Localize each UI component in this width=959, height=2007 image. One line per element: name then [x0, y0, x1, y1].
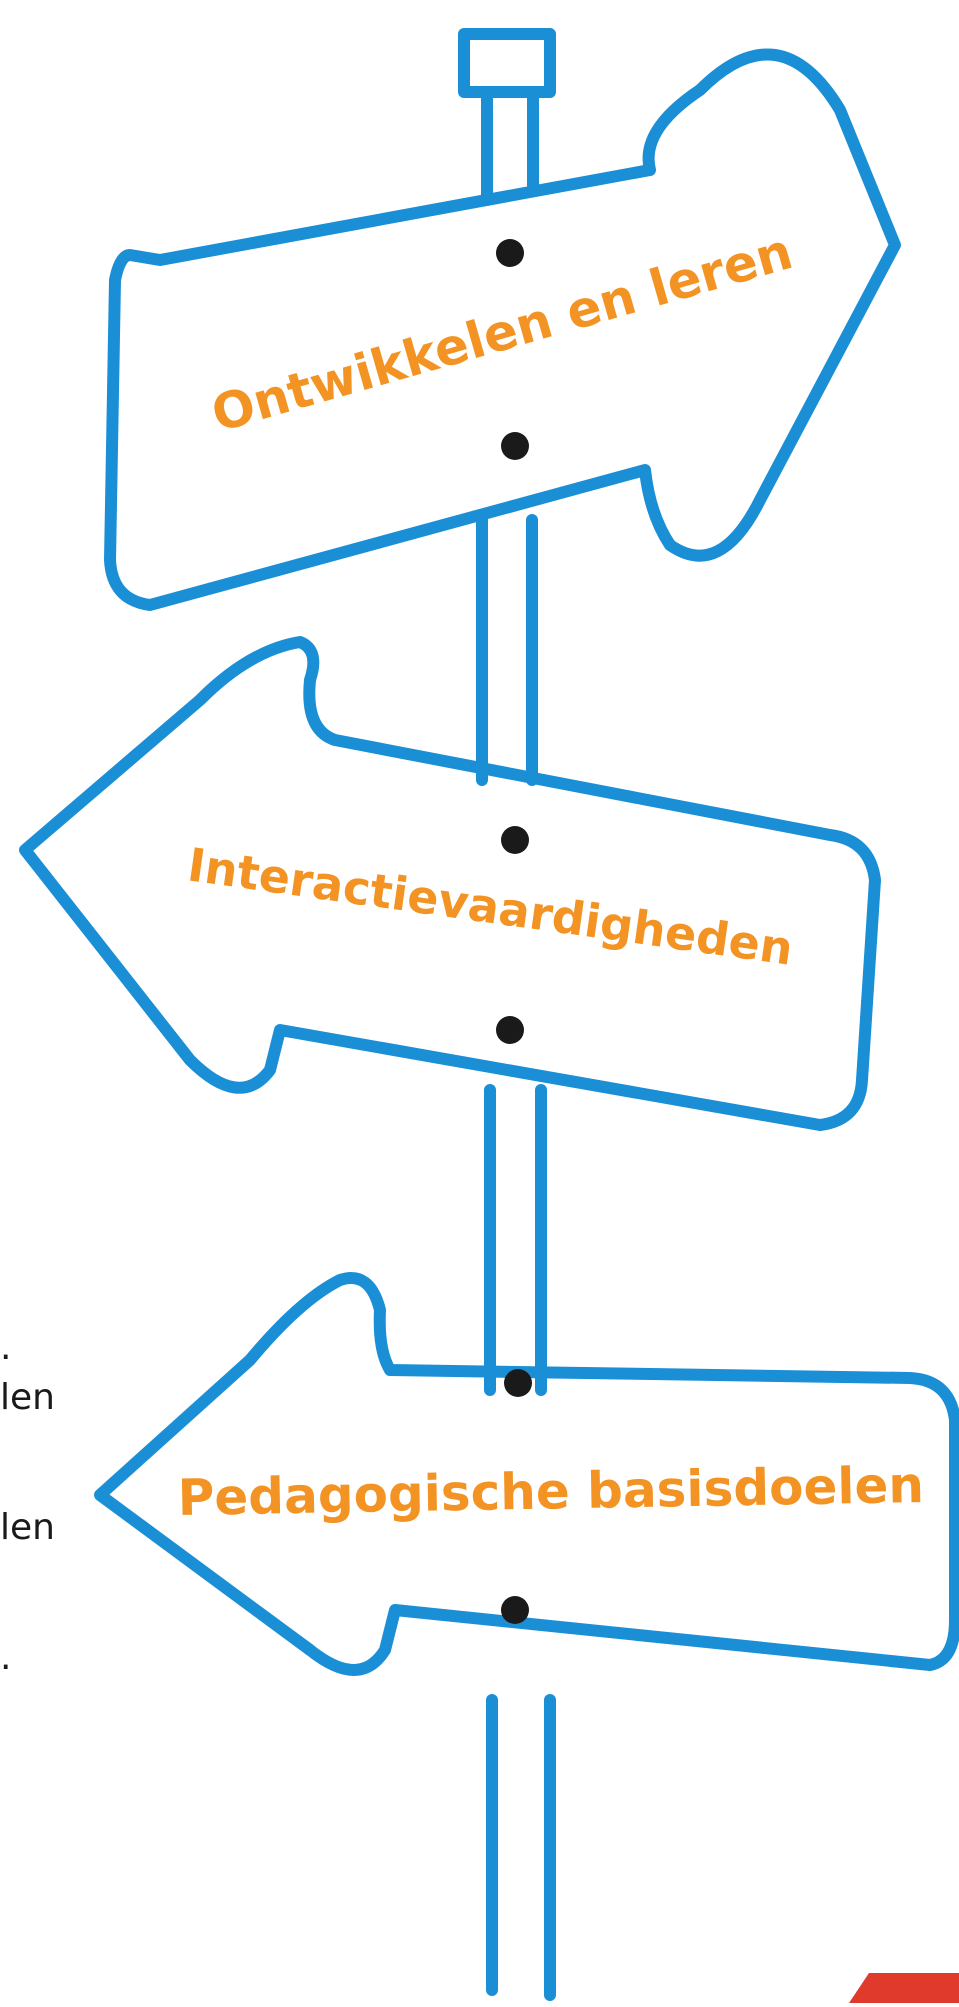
post-cap [458, 28, 556, 98]
sign-pedagogische-arrow [94, 1272, 959, 1676]
post [476, 86, 556, 2001]
nail-icon [504, 1369, 532, 1397]
nail-icon [501, 432, 529, 460]
sign-label-pedagogische: Pedagogische basisdoelen [177, 1456, 924, 1527]
corner-accent-shape [849, 1973, 959, 2003]
nails [496, 239, 532, 1624]
nail-icon [496, 1016, 524, 1044]
nail-icon [501, 826, 529, 854]
nail-icon [496, 239, 524, 267]
sign-interactievaardigheden-arrow [19, 636, 881, 1131]
sign-label-interactievaardigheden: Interactievaardigheden [184, 837, 796, 975]
left-text-fragment-2: len [0, 1377, 55, 1418]
sign-ontwikkelen-arrow [104, 48, 901, 611]
left-text-fragment-4: . [0, 1637, 12, 1678]
nail-icon [501, 1596, 529, 1624]
left-text-fragment-3: len [0, 1507, 55, 1548]
left-text-fragment-1: . [0, 1327, 12, 1368]
